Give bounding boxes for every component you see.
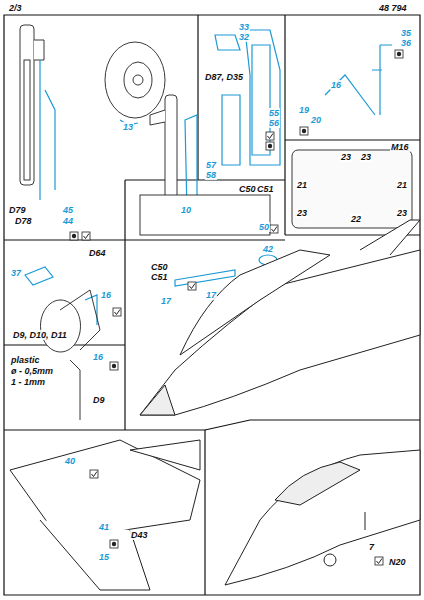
callout-number: 15 bbox=[98, 552, 110, 562]
callout-number: 16 bbox=[100, 290, 112, 300]
callout-number: 17 bbox=[205, 290, 217, 300]
callout-number: 35 bbox=[400, 28, 412, 38]
part-label: C51 bbox=[256, 184, 275, 194]
part-label: C50 bbox=[238, 184, 257, 194]
callout-number: 58 bbox=[205, 170, 217, 180]
part-label: D64 bbox=[88, 248, 107, 258]
callout-number: 44 bbox=[62, 216, 74, 226]
part-label: N20 bbox=[388, 557, 407, 567]
callout-number: 41 bbox=[98, 522, 110, 532]
note: ø - 0,5mm bbox=[10, 366, 54, 376]
callout-number: 21 bbox=[296, 180, 308, 190]
part-label: D9 bbox=[92, 395, 106, 405]
callout-number: 23 bbox=[340, 152, 352, 162]
callout-number: 36 bbox=[400, 38, 412, 48]
part-label: M16 bbox=[390, 142, 410, 152]
part-label: D9, D10, D11 bbox=[12, 330, 68, 340]
callout-number: 57 bbox=[205, 160, 217, 170]
callout-number: 23 bbox=[396, 208, 408, 218]
callout-number: 7 bbox=[368, 542, 375, 552]
callout-number: 45 bbox=[62, 205, 74, 215]
panel-borders bbox=[4, 15, 420, 595]
note: plastic bbox=[10, 355, 41, 365]
callout-number: 19 bbox=[298, 105, 310, 115]
landing-gear bbox=[20, 25, 177, 220]
nose-section bbox=[225, 450, 420, 585]
callout-number: 56 bbox=[268, 118, 280, 128]
part-label: D87, D35 bbox=[204, 72, 244, 82]
callout-number: 42 bbox=[262, 244, 274, 254]
part-label: C51 bbox=[150, 272, 169, 282]
callout-number: 21 bbox=[396, 180, 408, 190]
callout-number: 16 bbox=[92, 352, 104, 362]
part-label: C50 bbox=[150, 262, 169, 272]
callout-number: 23 bbox=[296, 208, 308, 218]
callout-number: 17 bbox=[160, 296, 172, 306]
callout-number: 50 bbox=[258, 222, 270, 232]
part-label: D78 bbox=[14, 216, 33, 226]
part-label: D79 bbox=[8, 205, 27, 215]
callout-number: 32 bbox=[238, 32, 250, 42]
callout-number: 20 bbox=[310, 115, 322, 125]
callout-number: 10 bbox=[180, 205, 192, 215]
note: 1 - 1mm bbox=[10, 377, 46, 387]
kit-number: 48 794 bbox=[378, 3, 408, 13]
callout-number: 23 bbox=[360, 152, 372, 162]
callout-number: 55 bbox=[268, 108, 280, 118]
symbol-icons bbox=[70, 50, 403, 565]
callout-number: 33 bbox=[238, 22, 250, 32]
wing-underside bbox=[10, 440, 200, 590]
page-number: 2/3 bbox=[8, 3, 23, 13]
callout-number: 37 bbox=[10, 268, 22, 278]
fuselage bbox=[140, 220, 420, 415]
callout-number: 13 bbox=[122, 122, 134, 132]
callout-number: 16 bbox=[330, 80, 342, 90]
callout-number: 22 bbox=[350, 214, 362, 224]
callout-number: 40 bbox=[64, 456, 76, 466]
part-label: D43 bbox=[130, 530, 149, 540]
